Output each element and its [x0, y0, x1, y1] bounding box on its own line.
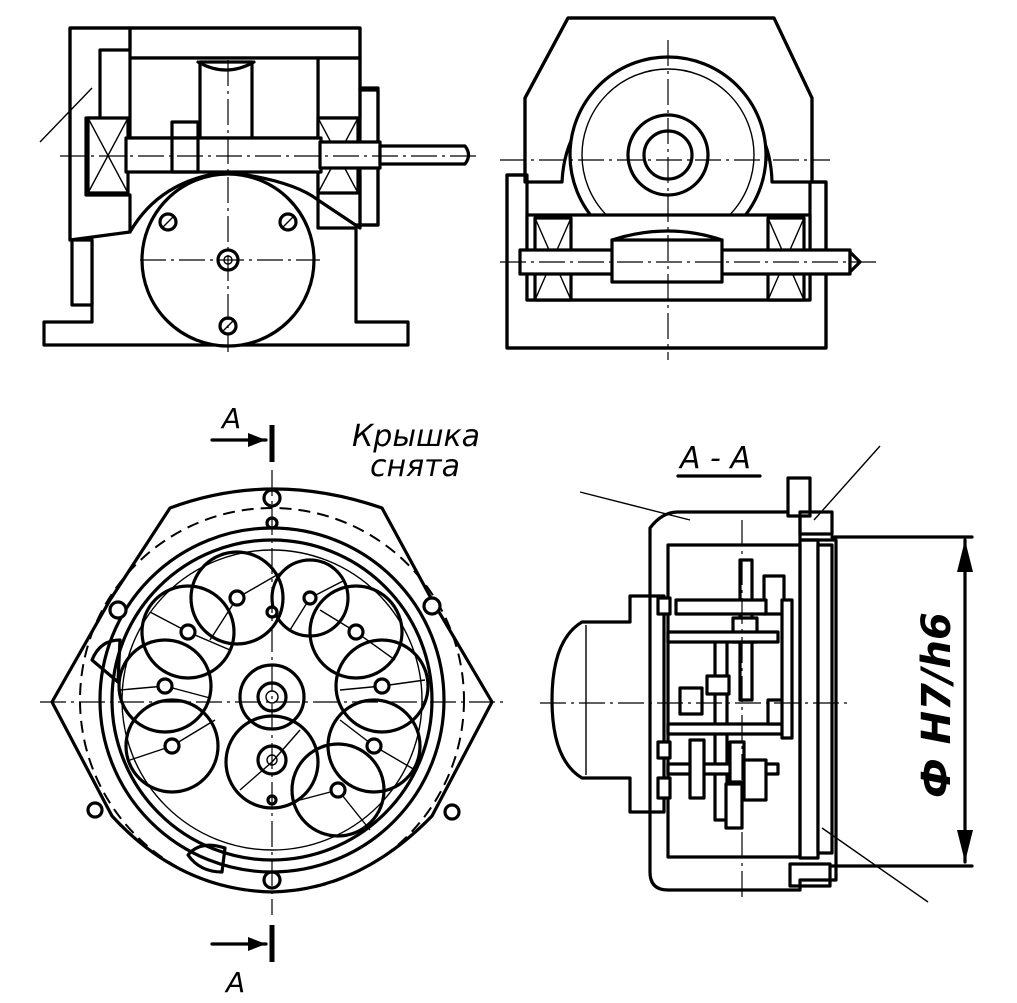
fit-dimension-label: Ф H7/h6	[914, 612, 960, 798]
section-title: A - A	[678, 441, 751, 476]
cover-removed-label-line1: Крышка	[352, 419, 480, 454]
section-letter-bottom: A	[224, 966, 245, 999]
side-view	[500, 16, 876, 360]
gear-train-section	[656, 558, 794, 830]
cover-removed-label-line2: снята	[370, 449, 460, 484]
front-view	[39, 26, 480, 352]
section-view	[540, 445, 974, 903]
section-letter-top: A	[220, 402, 241, 435]
plan-view	[40, 425, 505, 962]
